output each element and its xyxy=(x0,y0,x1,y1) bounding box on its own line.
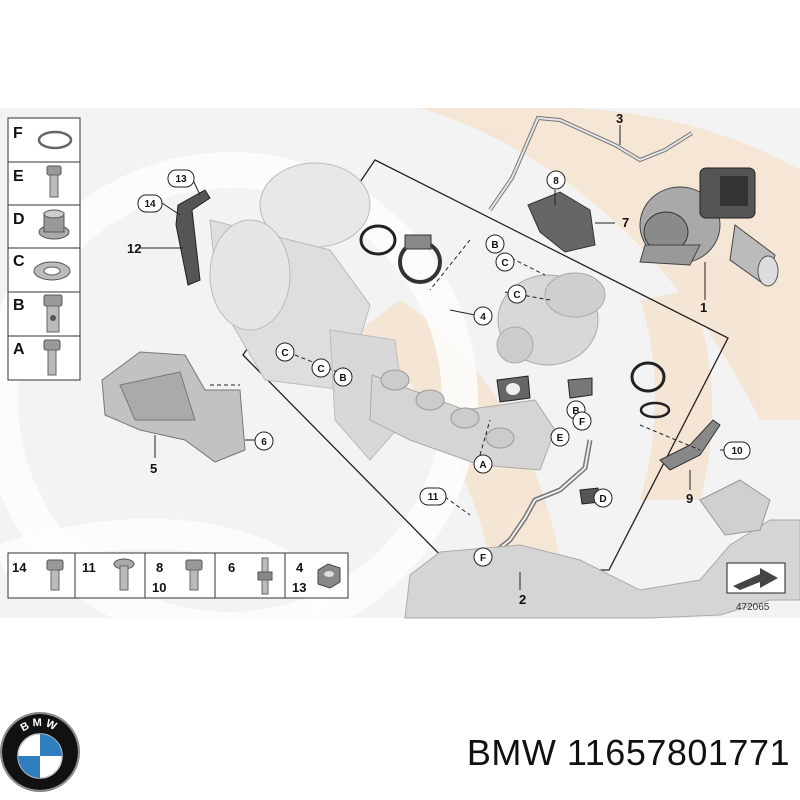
part-number: 11657801771 xyxy=(566,732,790,773)
callout-12: 12 xyxy=(127,241,141,256)
svg-text:B: B xyxy=(339,373,346,384)
legend-key-E: E xyxy=(13,168,24,185)
bolt-icon xyxy=(46,165,62,198)
callout-circle-13: 13 xyxy=(167,169,195,188)
v-band-clamp xyxy=(398,234,442,284)
callout-circle-4: 4 xyxy=(473,306,493,326)
svg-text:13: 13 xyxy=(175,174,187,185)
legend-key-D: D xyxy=(13,211,25,228)
callout-letter-F: F xyxy=(473,547,493,567)
charge-air-pipe-2 xyxy=(404,479,800,619)
turbocharger-1 xyxy=(639,167,779,300)
callout-circle-10: 10 xyxy=(723,441,751,460)
svg-text:B: B xyxy=(491,240,498,251)
legend-key-A: A xyxy=(13,341,25,358)
bracket-12 xyxy=(140,179,211,286)
callout-letter-C: C xyxy=(495,252,515,272)
flange-nut-icon xyxy=(38,209,70,240)
legend-left-table: F E D C B A xyxy=(7,117,81,381)
callout-9: 9 xyxy=(686,491,693,506)
legend-bottom-label-14: 14 xyxy=(12,560,27,575)
reference-number: 472065 xyxy=(736,602,770,613)
turbo-heat-shield-8 xyxy=(527,190,615,253)
svg-text:10: 10 xyxy=(731,446,743,457)
callout-letter-A: A xyxy=(473,454,493,474)
legend-bottom-label-6: 6 xyxy=(228,560,235,575)
callout-7: 7 xyxy=(622,215,629,230)
bmw-logo: BMW xyxy=(0,712,80,792)
svg-text:BMW: BMW xyxy=(19,717,62,735)
callout-letter-B: B xyxy=(485,234,505,254)
callout-letter-F: F xyxy=(572,411,592,431)
callout-circle-11: 11 xyxy=(419,487,447,506)
legend-bottom-table: 14 11 8 10 6 4 13 xyxy=(7,552,349,599)
heat-shield-5 xyxy=(101,351,246,463)
svg-text:C: C xyxy=(317,364,324,375)
callout-2: 2 xyxy=(519,592,526,607)
callout-1: 1 xyxy=(700,300,707,315)
callout-circle-14: 14 xyxy=(137,194,163,213)
svg-text:F: F xyxy=(480,553,486,564)
o-ring-bottom xyxy=(639,401,671,419)
callout-letter-C: C xyxy=(275,342,295,362)
brand-name: BMW xyxy=(466,732,557,773)
svg-text:C: C xyxy=(281,348,288,359)
callout-3: 3 xyxy=(616,111,623,126)
hex-bolt-icon xyxy=(46,559,64,591)
callout-letter-C: C xyxy=(311,358,331,378)
bracket-9 xyxy=(659,419,721,490)
svg-text:14: 14 xyxy=(144,199,156,210)
legend-key-C: C xyxy=(13,253,25,270)
hex-bolt-icon xyxy=(43,339,61,376)
gasket-ring xyxy=(359,224,397,256)
brand-part-number-label: BMW 11657801771 xyxy=(400,732,790,774)
legend-bottom-label-11: 11 xyxy=(82,560,96,575)
callout-letter-E: E xyxy=(550,427,570,447)
callout-5: 5 xyxy=(150,461,157,476)
svg-text:E: E xyxy=(557,433,564,444)
svg-text:D: D xyxy=(599,494,606,505)
svg-text:8: 8 xyxy=(553,176,559,187)
svg-text:6: 6 xyxy=(261,437,267,448)
exhaust-manifold xyxy=(369,369,556,471)
svg-text:4: 4 xyxy=(480,312,486,323)
callout-circle-8: 8 xyxy=(546,170,566,190)
svg-text:11: 11 xyxy=(428,492,439,503)
callout-letter-D: D xyxy=(593,488,613,508)
torx-bolt-icon xyxy=(113,558,135,591)
legend-key-F: F xyxy=(13,125,23,142)
o-ring-top xyxy=(630,361,666,393)
svg-text:B: B xyxy=(572,406,579,417)
legend-bottom-label-8: 8 xyxy=(156,560,163,575)
direction-arrow-box xyxy=(726,562,786,594)
legend-bottom-label-4: 4 xyxy=(296,560,304,575)
flange-bolt-icon xyxy=(185,559,203,591)
legend-key-B: B xyxy=(13,297,25,314)
hex-nut-icon xyxy=(317,563,341,589)
callout-letter-B: B xyxy=(333,367,353,387)
legend-bottom-label-13: 13 xyxy=(292,580,306,595)
o-ring-seal-icon xyxy=(37,130,73,150)
svg-text:F: F xyxy=(579,417,585,428)
svg-text:A: A xyxy=(479,460,486,471)
svg-text:C: C xyxy=(501,258,508,269)
legend-bottom-label-10: 10 xyxy=(152,580,166,595)
svg-text:C: C xyxy=(513,290,520,301)
hollow-bolt-icon xyxy=(43,294,63,333)
oil-return-flange xyxy=(567,377,593,399)
callout-circle-6: 6 xyxy=(254,431,274,451)
stud-icon xyxy=(257,557,273,595)
callout-letter-C: C xyxy=(507,284,527,304)
